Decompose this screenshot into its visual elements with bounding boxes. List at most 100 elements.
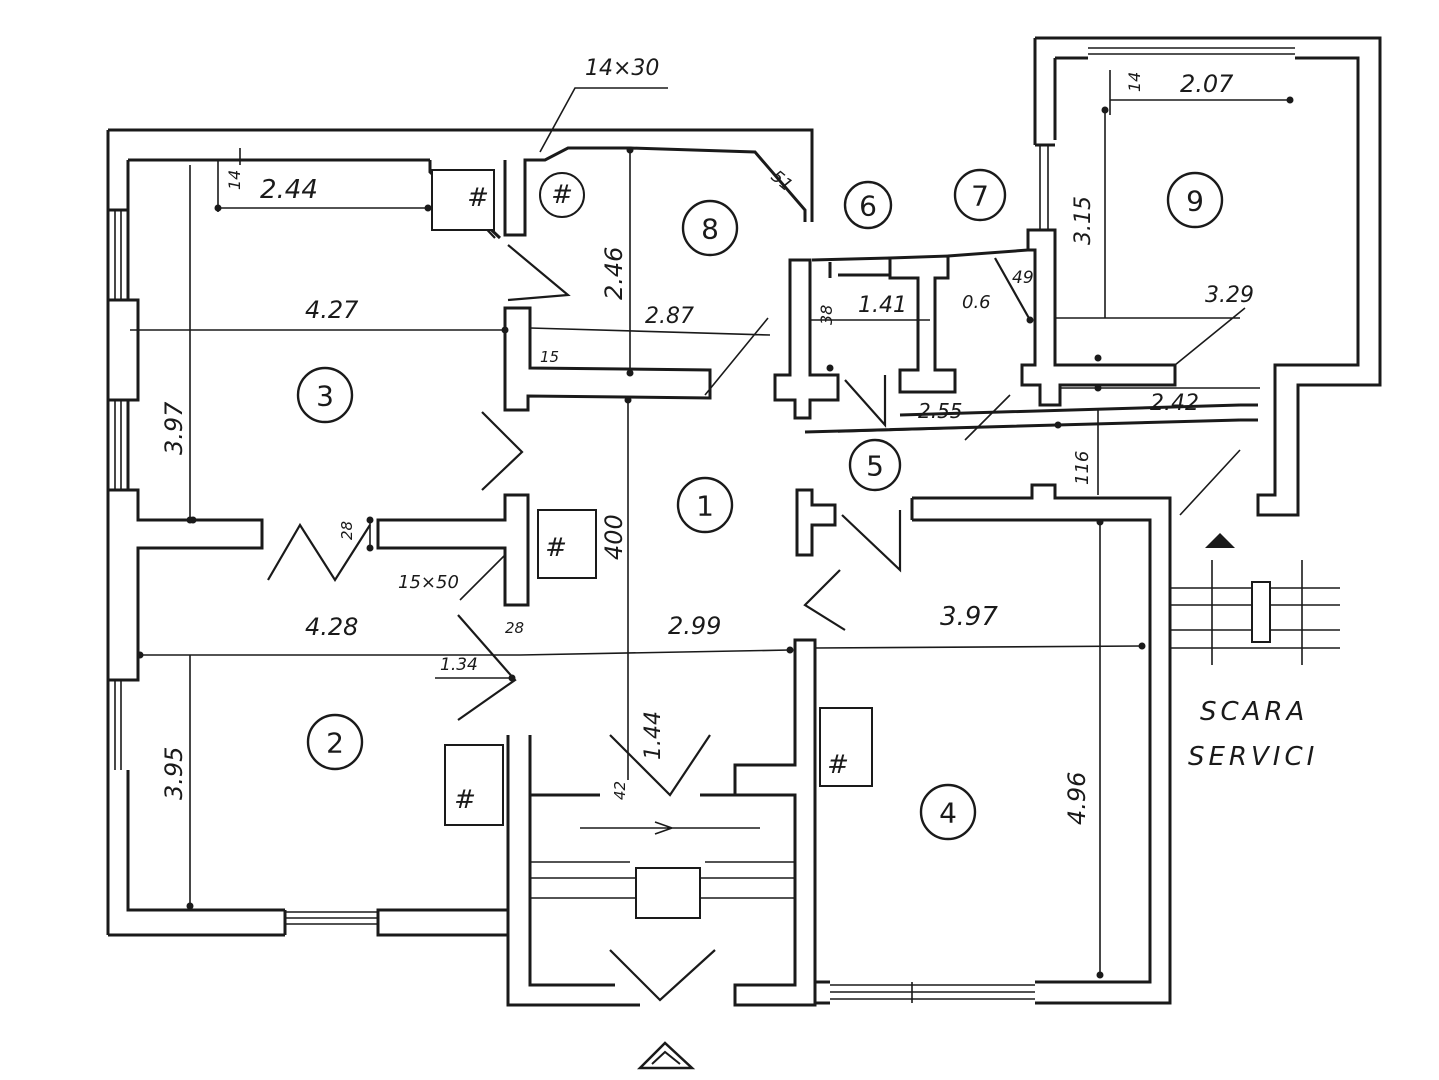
dot [424, 204, 432, 212]
window-left-1 [108, 209, 128, 301]
dot [366, 544, 374, 552]
room-4-circle [919, 783, 977, 841]
pier-left-2 [106, 488, 264, 682]
door-corridor-3 [481, 411, 524, 491]
dim-label-496: 4.96 [1063, 772, 1091, 825]
door-stair [609, 734, 711, 797]
dim-label-42: 42 [611, 781, 629, 800]
dim-line-207 [1109, 70, 1290, 115]
dot [626, 369, 634, 377]
room-2-number: 2 [326, 727, 344, 760]
room-9-circle [1166, 171, 1224, 229]
dim-label-15x50: 15×50 [398, 572, 459, 593]
wall-7-9 [1020, 228, 1177, 407]
dim-line-299 [519, 649, 791, 656]
dim-label-397-right: 3.97 [940, 602, 998, 632]
door-5-right [841, 510, 902, 573]
door-bottom [609, 949, 716, 1002]
dim-label-15: 15 [540, 348, 559, 366]
dot [136, 651, 144, 659]
dim-line-14x30 [539, 87, 668, 153]
room-3-number: 3 [316, 380, 334, 413]
dot [1101, 106, 1109, 114]
room-2-circle [306, 713, 364, 771]
dot [1138, 642, 1146, 650]
entrance-arrow-icon [1205, 533, 1235, 548]
dim-label-244: 2.44 [260, 175, 318, 205]
flue-mark: # [454, 785, 476, 815]
wall-room4 [910, 483, 1172, 1005]
dim-label-14-b: 14 [1125, 72, 1144, 92]
room-6[interactable]: 6 [843, 180, 893, 230]
dim-label-28-a: 28 [338, 521, 356, 540]
wall-room8-left [503, 146, 814, 237]
room-8[interactable]: 8 [681, 199, 739, 257]
stair-well [635, 867, 701, 919]
wall-room9 [1033, 36, 1382, 517]
dot [786, 646, 794, 654]
dim-label-287: 2.87 [645, 304, 694, 329]
door-room8 [507, 244, 571, 302]
stair-label-line1: SCARA [1200, 697, 1308, 727]
door-3-2 [267, 522, 371, 583]
dot [214, 204, 222, 212]
window-left-3 [114, 680, 122, 770]
pier-left-1 [106, 298, 140, 402]
room-6-number: 6 [859, 190, 877, 223]
room-7[interactable]: 7 [953, 168, 1007, 222]
dim-label-395: 3.95 [160, 747, 188, 800]
flue-circle-room8 [539, 172, 585, 218]
dim-label-299: 2.99 [668, 612, 721, 640]
room-3[interactable]: 3 [296, 366, 354, 424]
room-8-circle [681, 199, 739, 257]
dim-label-38: 38 [817, 305, 836, 325]
room-8-number: 8 [701, 213, 719, 246]
room-2[interactable]: 2 [306, 713, 364, 771]
flue-box-room1 [537, 509, 597, 579]
dim-label-141: 1.41 [858, 293, 907, 318]
pier-6-7 [888, 254, 957, 394]
dim-label-400: 400 [600, 514, 628, 560]
main-entrance-arrow-icon [636, 1041, 696, 1070]
wall-stair-right [700, 638, 817, 1007]
window-room9-top [1088, 47, 1295, 55]
dim-label-14x30: 14×30 [585, 56, 659, 81]
dot [1054, 421, 1062, 429]
room-3-circle [296, 366, 354, 424]
room-9-number: 9 [1186, 185, 1204, 218]
dim-label-28-b: 28 [505, 619, 524, 637]
flue-box-room3 [431, 169, 495, 231]
stair-label-line2: SERVICI [1188, 742, 1318, 772]
dim-label-14: 14 [225, 170, 244, 190]
dim-label-207: 2.07 [1180, 70, 1234, 98]
room-1-number: 1 [696, 490, 714, 523]
room-1[interactable]: 1 [676, 476, 734, 534]
outer-wall-top [106, 128, 814, 212]
dot [366, 516, 374, 524]
flue-mark: # [551, 180, 573, 210]
dim-label-144: 1.44 [641, 711, 666, 760]
flues: # # # # # [431, 169, 873, 826]
dot [186, 902, 194, 910]
room-9[interactable]: 9 [1166, 171, 1224, 229]
dim-line-244 [217, 148, 428, 212]
room-4-number: 4 [939, 797, 957, 830]
dimension-dots [136, 96, 1294, 979]
room-7-circle [953, 168, 1007, 222]
dim-label-246: 2.46 [600, 247, 628, 300]
window-room4-bottom [830, 982, 1035, 1003]
door-6 [844, 375, 887, 428]
room-7-number: 7 [971, 180, 989, 213]
room-4[interactable]: 4 [919, 783, 977, 841]
dim-label-428: 4.28 [305, 613, 358, 641]
door-corridor-4 [803, 569, 846, 631]
room-5[interactable]: 5 [848, 438, 902, 492]
dot [1096, 518, 1104, 526]
dimension-labels: 14×30 14 2.44 51 2.46 4.27 2.87 15 3.97 … [160, 56, 1254, 825]
dot [826, 364, 834, 372]
dim-line-329 [1055, 307, 1246, 366]
dot [1094, 384, 1102, 392]
dim-line-255 [837, 394, 1061, 441]
dim-label-427: 4.27 [305, 296, 359, 324]
